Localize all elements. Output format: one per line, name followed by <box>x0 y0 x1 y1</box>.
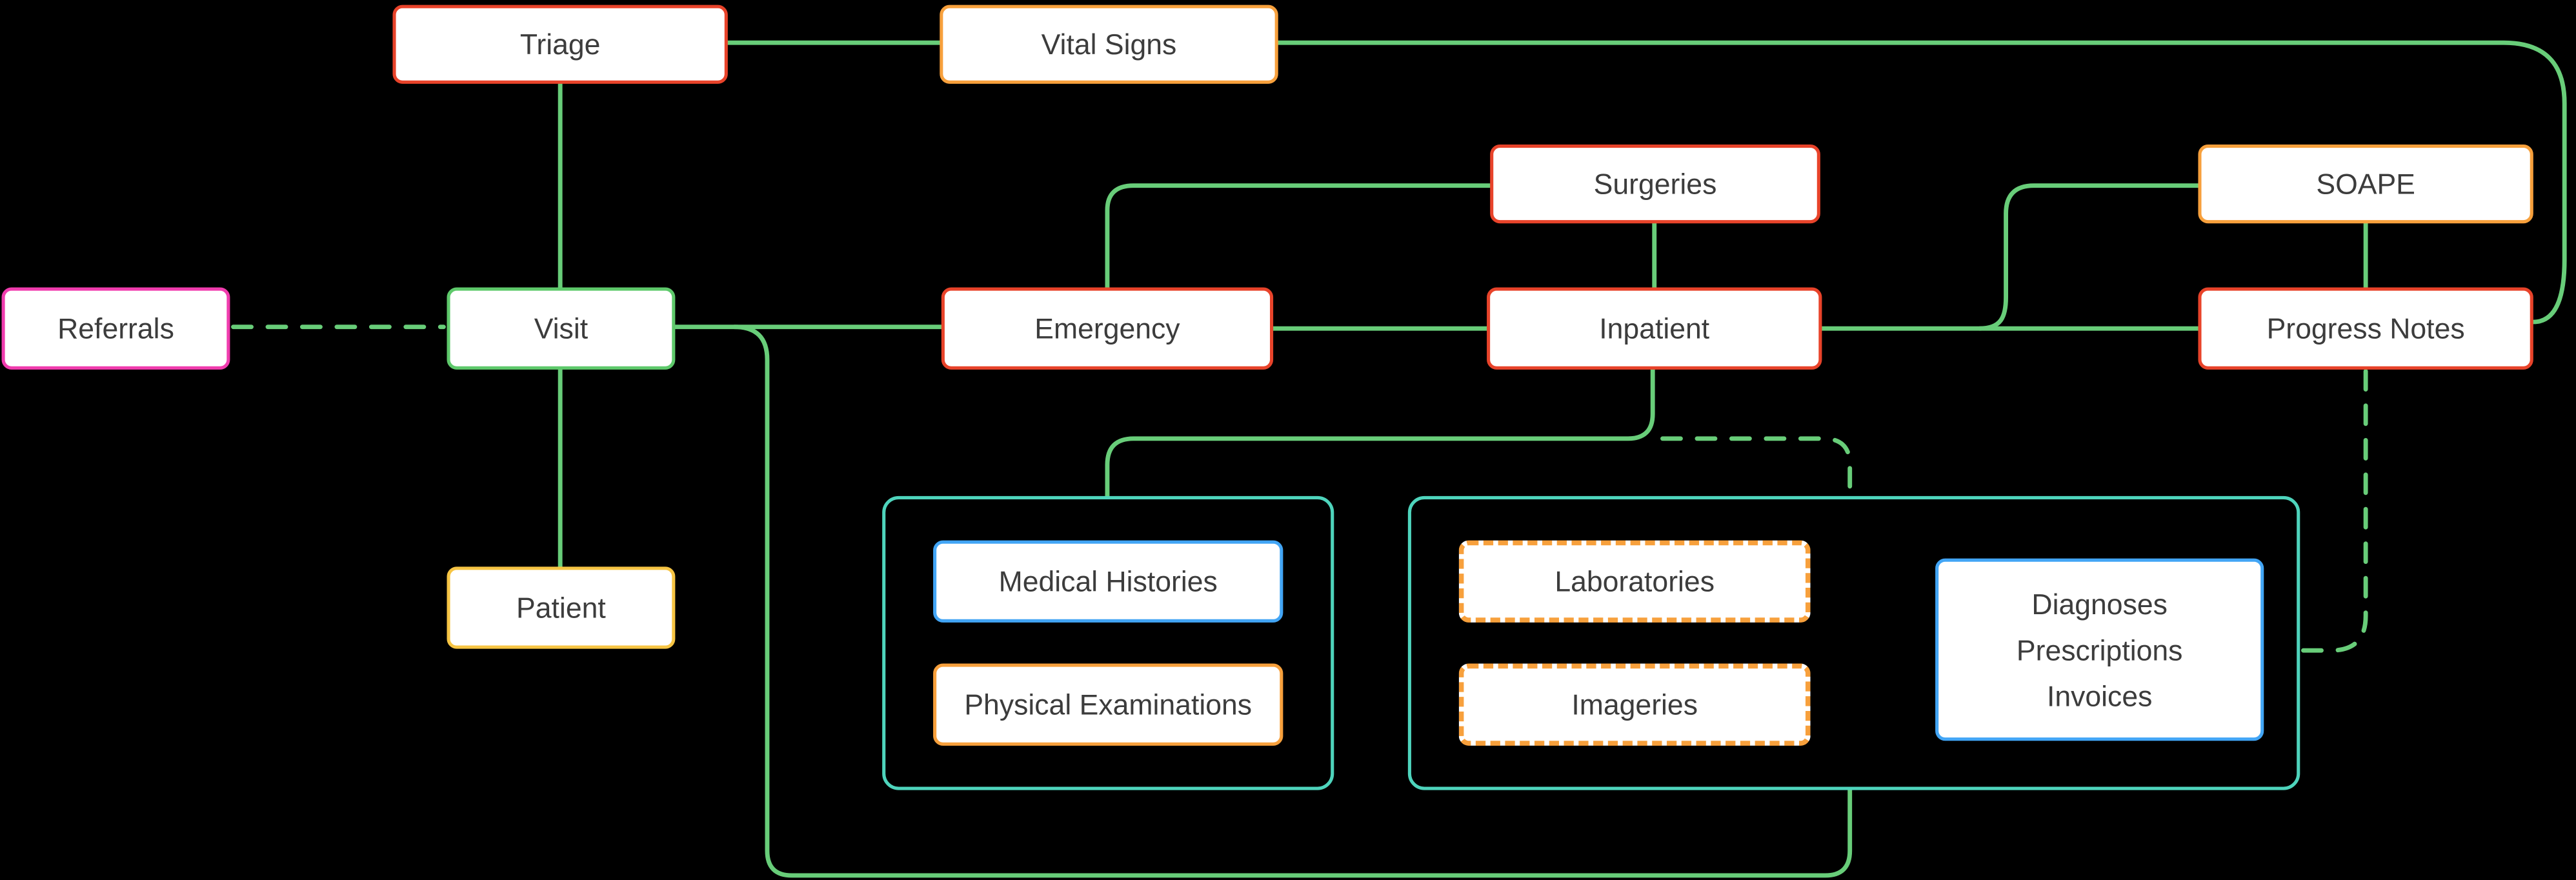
node-vital-signs[interactable]: Vital Signs <box>940 5 1278 84</box>
edge-inpatient-labs-imaging-group[interactable] <box>1660 436 1853 499</box>
node-referrals-label: Referrals <box>57 312 174 345</box>
node-surgeries-label: Surgeries <box>1593 167 1717 201</box>
node-invoices-line: Invoices <box>2046 679 2153 712</box>
node-patient[interactable]: Patient <box>447 566 676 649</box>
node-visit[interactable]: Visit <box>447 287 676 370</box>
node-emergency-label: Emergency <box>1034 312 1180 345</box>
node-imageries[interactable]: Imageries <box>1458 663 1811 746</box>
edge-inpatient-history-exam-group[interactable] <box>1105 367 1655 499</box>
node-laboratories[interactable]: Laboratories <box>1458 540 1811 623</box>
container-labs-imaging[interactable] <box>1407 495 2300 790</box>
node-inpatient-label: Inpatient <box>1599 312 1710 345</box>
node-diagnoses-line: Diagnoses <box>2031 587 2168 621</box>
container-history-exams[interactable] <box>882 495 1334 790</box>
node-inpatient[interactable]: Inpatient <box>1487 287 1822 370</box>
node-soape-label: SOAPE <box>2316 167 2415 201</box>
edge-visit-labs-imaging-group[interactable] <box>732 325 1853 878</box>
node-medical-histories-label: Medical Histories <box>998 565 1218 598</box>
edge-inpatient-soape[interactable] <box>1977 183 2200 331</box>
node-diagnoses-prescriptions-invoices[interactable]: Diagnoses Prescriptions Invoices <box>1935 558 2264 741</box>
edge-vital-signs-progress-notes[interactable] <box>1276 40 2567 325</box>
node-prescriptions-line: Prescriptions <box>2016 633 2183 666</box>
node-soape[interactable]: SOAPE <box>2198 145 2533 224</box>
node-physical-examinations-label: Physical Examinations <box>964 688 1253 721</box>
node-triage[interactable]: Triage <box>392 5 728 84</box>
node-progress-notes[interactable]: Progress Notes <box>2198 287 2533 370</box>
node-laboratories-label: Laboratories <box>1555 565 1715 598</box>
node-triage-label: Triage <box>519 28 601 61</box>
node-surgeries[interactable]: Surgeries <box>1490 145 1820 224</box>
node-imageries-label: Imageries <box>1571 688 1698 721</box>
node-emergency[interactable]: Emergency <box>941 287 1274 370</box>
node-referrals[interactable]: Referrals <box>1 287 230 370</box>
node-physical-examinations[interactable]: Physical Examinations <box>933 663 1283 746</box>
node-visit-label: Visit <box>534 312 589 345</box>
node-medical-histories[interactable]: Medical Histories <box>933 540 1283 623</box>
edge-emergency-surgeries[interactable] <box>1105 183 1493 290</box>
node-patient-label: Patient <box>516 591 606 625</box>
node-vital-signs-label: Vital Signs <box>1041 28 1177 61</box>
edge-progress-notes-labs-imaging-group[interactable] <box>2299 368 2368 653</box>
node-progress-notes-label: Progress Notes <box>2266 312 2465 345</box>
